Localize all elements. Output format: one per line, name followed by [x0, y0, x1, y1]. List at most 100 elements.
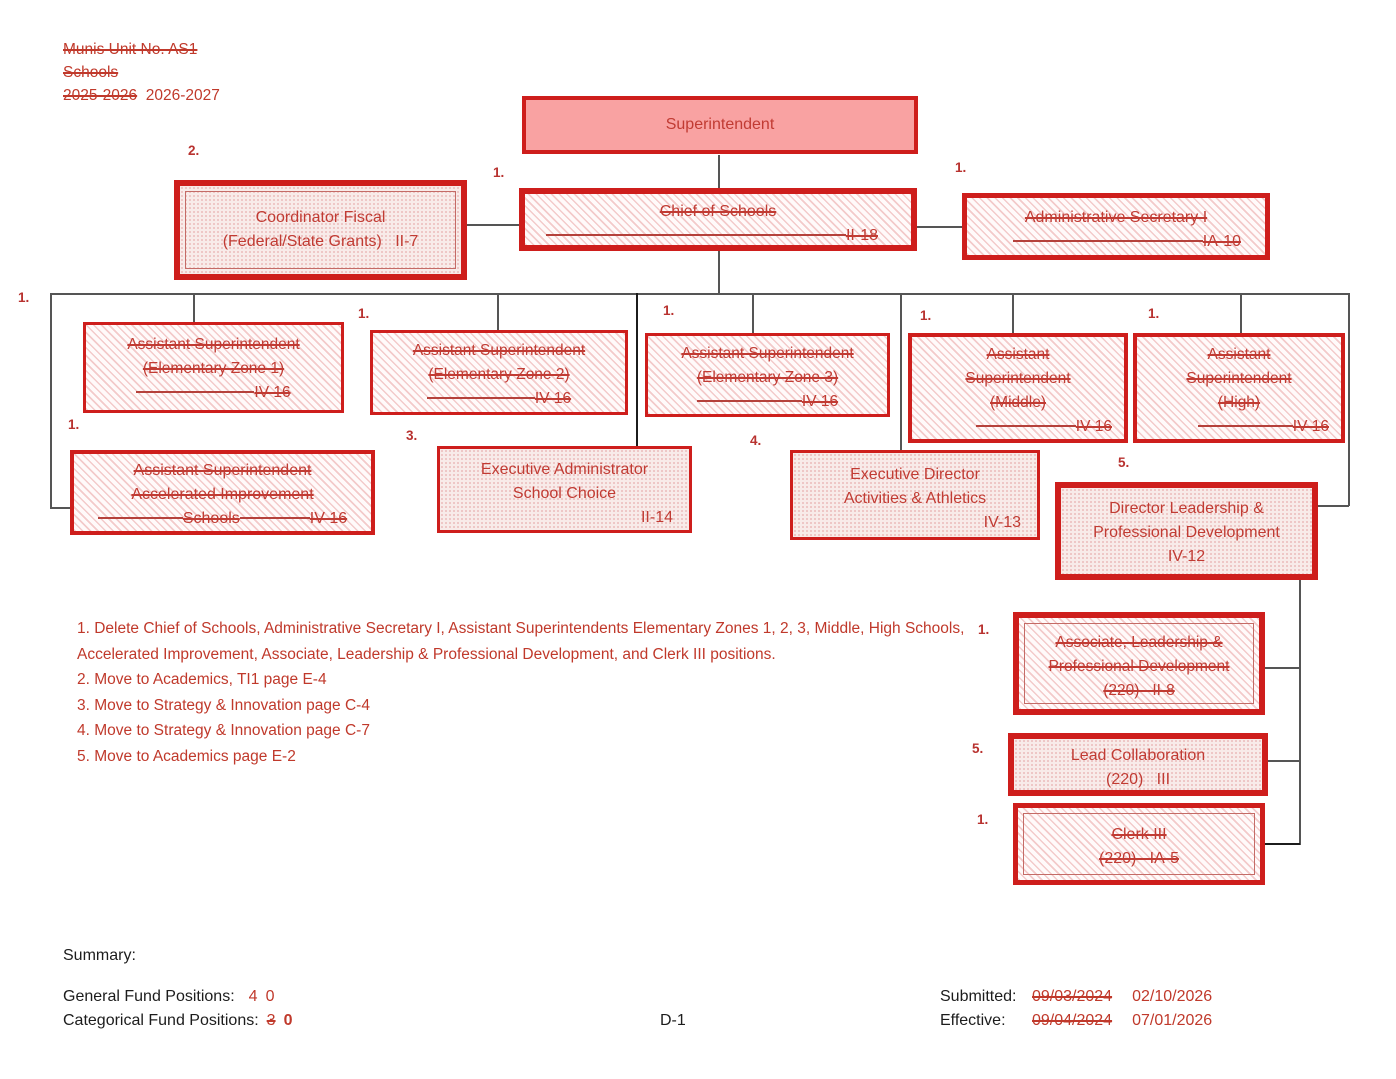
connector-zone1	[193, 293, 195, 323]
effective-row: Effective: 09/04/2024 07/01/2026	[940, 1012, 1212, 1030]
footnote: 2. Move to Academics, TI1 page E-4	[77, 671, 327, 688]
general-fund-row: General Fund Positions: 4 0	[63, 988, 274, 1006]
note-ref-school-choice: 3.	[406, 428, 418, 443]
connector-left-drop	[50, 293, 52, 508]
connector-zone2	[497, 293, 499, 331]
footnote: 4. Move to Strategy & Innovation page C-…	[77, 722, 370, 739]
box-grade-line: II-18	[525, 224, 911, 248]
org-box-school-choice: Executive Administrator School Choice II…	[437, 446, 692, 533]
footnotes: 1. Delete Chief of Schools, Administrati…	[77, 616, 982, 769]
submitted-old-date: 09/03/2024	[1032, 988, 1113, 1005]
org-box-asst-sup-high: Assistant Superintendent (High) IV-16	[1133, 333, 1345, 443]
org-box-director-leadership: Director Leadership & Professional Devel…	[1055, 482, 1318, 580]
leader-rule	[97, 517, 183, 519]
org-box-asst-sup-zone1: Assistant Superintendent (Elementary Zon…	[83, 322, 344, 413]
org-box-lead-collaboration: Lead Collaboration (220) III	[1008, 733, 1268, 796]
leader-rule	[426, 397, 535, 399]
connector-zone3	[752, 293, 754, 334]
org-box-accelerated-improvement: Assistant Superintendent Accelerated Imp…	[70, 450, 375, 535]
box-title: Executive Administrator	[480, 461, 649, 478]
leader-rule	[696, 400, 802, 402]
note-ref-middle: 1.	[920, 308, 932, 323]
box-title: Assistant Superintendent	[681, 345, 854, 362]
box-subtitle: Activities & Athletics	[843, 490, 987, 507]
note-ref-zone2: 1.	[358, 306, 370, 321]
org-box-superintendent: Superintendent	[522, 96, 918, 154]
note-ref-director: 5.	[1118, 455, 1130, 470]
box-grade: IV-16	[534, 390, 572, 407]
connector-accelerated	[50, 507, 74, 509]
org-box-asst-sup-zone2: Assistant Superintendent (Elementary Zon…	[370, 330, 628, 415]
note-ref-coordinator: 2.	[188, 143, 200, 158]
box-title: Assistant Superintendent	[412, 342, 586, 359]
note-ref-lead-collab: 5.	[972, 741, 984, 756]
connector-admin-secretary	[916, 226, 963, 228]
box-grade: IV-16	[1075, 418, 1112, 435]
box-grade: IV-16	[254, 384, 291, 401]
note-ref-chief: 1.	[493, 165, 505, 180]
connector-exec-director	[900, 293, 902, 451]
leader-rule	[1197, 425, 1293, 427]
connector-high	[1240, 293, 1242, 334]
box-subtitle: (Middle)	[990, 394, 1046, 411]
munis-unit-line: Munis Unit No. AS1	[63, 41, 198, 58]
box-grade-line: IV-16	[86, 381, 341, 405]
box-grade-line: IV-16	[648, 390, 887, 414]
box-grade: (220) IA-5	[1098, 850, 1180, 867]
page-number: D-1	[660, 1012, 686, 1030]
connector-director-chain	[1299, 579, 1301, 845]
org-box-administrative-secretary: Administrative Secretary I IA-10	[962, 193, 1270, 260]
org-box-activities-athletics: Executive Director Activities & Athletic…	[790, 450, 1040, 540]
box-subtitle: (Elementary Zone 2)	[428, 366, 570, 383]
connector-coordinator	[467, 224, 520, 226]
box-subtitle: (Elementary Zone 1)	[142, 360, 285, 377]
box-subtitle: Schools	[182, 510, 240, 527]
box-title: Assistant Superintendent	[133, 462, 312, 479]
org-box-associate-leadership: Associate, Leadership & Professional Dev…	[1013, 612, 1265, 715]
box-grade: II-18	[845, 227, 878, 244]
effective-new-date: 07/01/2026	[1132, 1012, 1213, 1029]
page-header: Munis Unit No. AS1 Schools 2025-2026 202…	[63, 38, 220, 107]
submitted-new-date: 02/10/2026	[1132, 988, 1213, 1005]
connector-sup-chief	[718, 155, 720, 189]
box-title: Administrative Secretary I	[1024, 209, 1208, 226]
box-title: Superintendent	[665, 116, 775, 133]
box-subtitle: School Choice	[512, 485, 617, 502]
effective-old-date: 09/04/2024	[1032, 1012, 1113, 1029]
connector-bus	[50, 293, 1349, 295]
box-title: Chief of Schools	[659, 203, 777, 220]
note-ref-clerk: 1.	[977, 812, 989, 827]
box-title: Assistant Superintendent	[127, 336, 300, 353]
box-subtitle: Professional Development	[1093, 524, 1280, 541]
note-ref-associate: 1.	[978, 622, 990, 637]
submitted-label: Submitted:	[940, 988, 1017, 1005]
org-box-chief-of-schools: Chief of Schools II-18	[519, 188, 917, 251]
general-fund-old-value: 4	[248, 988, 258, 1005]
org-box-asst-sup-zone3: Assistant Superintendent (Elementary Zon…	[645, 333, 890, 417]
summary-title: Summary:	[63, 947, 136, 965]
connector-clerk	[1265, 843, 1300, 845]
effective-label: Effective:	[940, 1012, 1006, 1029]
box-title2: Accelerated Improvement	[131, 486, 314, 503]
year-new: 2026-2027	[145, 87, 220, 104]
box-grade: IV-16	[801, 393, 839, 410]
note-ref-zone3: 1.	[663, 303, 675, 318]
leader-rule	[1012, 240, 1203, 242]
box-title: Director Leadership &	[1109, 500, 1264, 517]
box-title: Associate, Leadership &	[1055, 634, 1223, 651]
box-title2: Superintendent	[965, 370, 1071, 387]
categorical-fund-old-value: 3	[266, 1012, 276, 1029]
box-grade-line: IV-16	[1137, 415, 1341, 439]
leader-rule	[545, 234, 846, 236]
footnote: 1. Delete Chief of Schools, Administrati…	[77, 620, 965, 663]
connector-associate	[1265, 667, 1300, 669]
summary-title-text: Summary:	[63, 947, 136, 964]
leader-rule	[975, 425, 1076, 427]
page-number-text: D-1	[660, 1012, 686, 1029]
box-title: Executive Director	[850, 466, 980, 483]
submitted-row: Submitted: 09/03/2024 02/10/2026	[940, 988, 1212, 1006]
box-subtitle: Professional Development	[1048, 658, 1230, 675]
box-grade-line: IA-10	[967, 230, 1265, 254]
categorical-fund-row: Categorical Fund Positions: 3 0	[63, 1012, 292, 1030]
